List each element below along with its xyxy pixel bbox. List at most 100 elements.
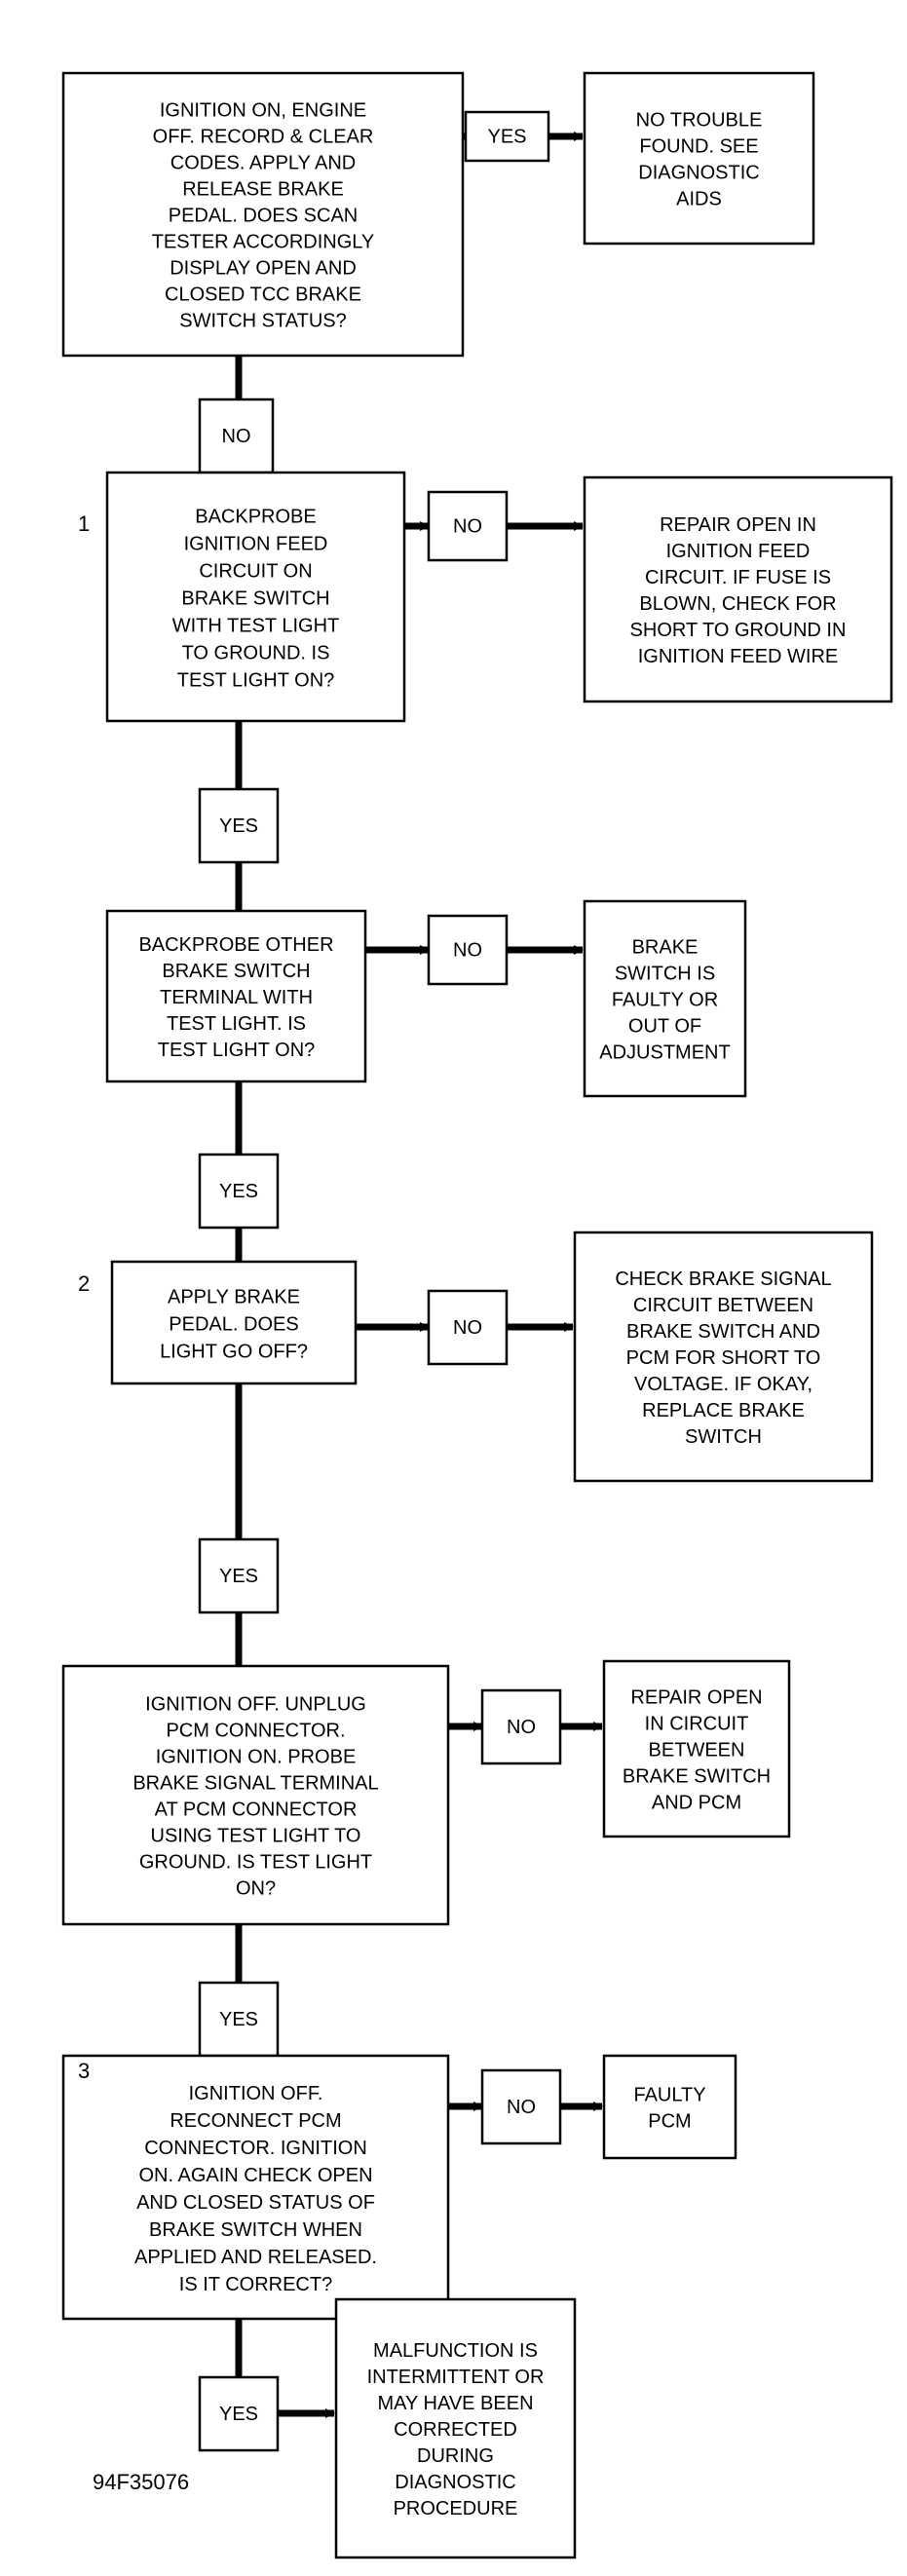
step-box-unplug-pcm-line: USING TEST LIGHT TO [151, 1826, 361, 1847]
yes-label-2: YES [198, 787, 280, 864]
step-box-initial-check-line: PEDAL. DOES SCAN [169, 206, 359, 227]
result-box-intermittent-line: INTERMITTENT OR [367, 2367, 545, 2388]
step-box-apply-pedal-line: APPLY BRAKE [168, 1286, 300, 1307]
result-box-check-signal-line: VOLTAGE. IF OKAY, [634, 1374, 813, 1395]
yes-label-6-frame [198, 2375, 280, 2452]
result-box-no-trouble-line: NO TROUBLE [636, 110, 763, 132]
result-box-faulty-pcm-frame [602, 2054, 737, 2160]
step-box-unplug-pcm-line: GROUND. IS TEST LIGHT [139, 1852, 372, 1874]
no-label-2-frame [427, 490, 509, 562]
step-box-unplug-pcm-line: IGNITION OFF. UNPLUG [145, 1694, 366, 1716]
result-box-check-signal: CHECK BRAKE SIGNAL CIRCUIT BETWEEN BRAKE S… [573, 1231, 874, 1483]
step-box-initial-check-line: DISPLAY OPEN AND [170, 258, 357, 280]
step-box-backprobe-other-line: TEST LIGHT ON? [158, 1040, 316, 1061]
step-box-backprobe-other-line: BACKPROBE OTHER [138, 934, 333, 956]
yes-label-6: YES [198, 2375, 280, 2452]
yes-label-1-line: YES [487, 127, 526, 148]
step-box-unplug-pcm-line: AT PCM CONNECTOR [155, 1799, 358, 1821]
step-box-apply-pedal: APPLY BRAKE PEDAL. DOES LIGHT GO OFF? [110, 1260, 358, 1385]
yes-label-2-frame [198, 787, 280, 864]
result-box-intermittent-line: CORRECTED [394, 2419, 517, 2441]
step-box-initial-check-line: CLOSED TCC BRAKE [165, 284, 361, 306]
step-box-unplug-pcm-frame [61, 1664, 450, 1926]
result-box-no-trouble-frame [583, 71, 815, 246]
result-box-intermittent-frame [334, 2297, 577, 2559]
result-box-intermittent-line: PROCEDURE [394, 2498, 518, 2519]
step-box-reconnect-pcm-line: IGNITION OFF. [189, 2083, 323, 2104]
result-box-repair-feed-line: BLOWN, CHECK FOR [639, 593, 836, 615]
no-label-3-line: NO [453, 940, 482, 962]
result-box-check-signal-line: CHECK BRAKE SIGNAL [615, 1269, 831, 1290]
step-box-backprobe-other-line: TEST LIGHT. IS [167, 1013, 306, 1035]
result-box-check-signal-line: REPLACE BRAKE [642, 1400, 805, 1421]
no-label-3: NO [427, 914, 509, 986]
yes-label-4: YES [198, 1537, 280, 1614]
result-box-no-trouble-line: FOUND. SEE [639, 136, 758, 158]
step-box-backprobe-other-line: BRAKE SWITCH [162, 961, 310, 982]
step-box-initial-check-frame [61, 71, 465, 358]
step-box-initial-check-line: IGNITION ON, ENGINE [160, 100, 366, 122]
no-label-6: NO [480, 2068, 562, 2145]
step-box-reconnect-pcm-line: IS IT CORRECT? [179, 2274, 332, 2295]
step-box-apply-pedal-line: PEDAL. DOES [169, 1313, 298, 1335]
result-box-repair-feed-line: CIRCUIT. IF FUSE IS [645, 567, 831, 588]
step-box-backprobe-feed-line: TO GROUND. IS [182, 642, 330, 663]
step-box-reconnect-pcm-line: BRAKE SWITCH WHEN [149, 2219, 362, 2241]
step-box-reconnect-pcm-line: APPLIED AND RELEASED. [134, 2247, 377, 2268]
result-box-check-signal-line: BRAKE SWITCH AND [626, 1321, 820, 1343]
result-box-check-signal-line: SWITCH [685, 1426, 762, 1448]
result-box-intermittent-line: MAY HAVE BEEN [377, 2393, 533, 2414]
step-box-unplug-pcm-line: IGNITION ON. PROBE [156, 1747, 357, 1768]
step-box-backprobe-other-frame [105, 909, 367, 1083]
result-box-no-trouble-line: DIAGNOSTIC [638, 163, 759, 184]
step-box-initial-check-line: CODES. APPLY AND [170, 153, 356, 174]
step-box-reconnect-pcm-line: RECONNECT PCM [170, 2110, 341, 2132]
yes-label-2-line: YES [219, 815, 258, 837]
step-box-backprobe-feed-line: TEST LIGHT ON? [177, 669, 335, 691]
result-box-faulty-pcm-line: PCM [648, 2111, 691, 2133]
result-box-repair-circuit-line: BETWEEN [649, 1740, 745, 1762]
step-box-backprobe-feed-line: BRAKE SWITCH [181, 587, 329, 609]
result-box-intermittent-line: DIAGNOSTIC [395, 2472, 515, 2493]
result-box-faulty-pcm-line: FAULTY [633, 2085, 705, 2106]
result-box-repair-circuit-line: REPAIR OPEN [630, 1687, 762, 1709]
no-label-5: NO [480, 1688, 562, 1765]
result-box-repair-circuit-frame [602, 1659, 791, 1838]
step-box-initial-check-line: RELEASE BRAKE [182, 179, 344, 201]
result-box-repair-circuit-line: IN CIRCUIT [645, 1714, 749, 1735]
step-box-backprobe-feed-line: WITH TEST LIGHT [172, 615, 340, 636]
step-box-reconnect-pcm-frame [61, 2054, 450, 2321]
result-box-check-signal-frame [573, 1231, 874, 1483]
result-box-check-signal-line: PCM FOR SHORT TO [626, 1347, 821, 1369]
step-box-apply-pedal-line: LIGHT GO OFF? [160, 1341, 308, 1362]
result-box-repair-feed-line: IGNITION FEED WIRE [638, 646, 839, 667]
result-box-switch-faulty-line: SWITCH IS [615, 964, 715, 985]
yes-label-1: YES [464, 110, 550, 163]
no-label-2-line: NO [453, 516, 482, 538]
result-box-check-signal-line: CIRCUIT BETWEEN [633, 1295, 813, 1316]
yes-label-1-frame [464, 110, 550, 163]
step-box-reconnect-pcm-line: AND CLOSED STATUS OF [136, 2192, 375, 2214]
no-label-5-line: NO [507, 1717, 536, 1738]
step-box-unplug-pcm-line: BRAKE SIGNAL TERMINAL [132, 1773, 378, 1795]
step-number-3: 3 [78, 2059, 90, 2083]
step-box-unplug-pcm-line: ON? [236, 1878, 276, 1900]
no-label-2: NO [427, 490, 509, 562]
no-label-3-frame [427, 914, 509, 986]
result-box-repair-feed-frame [583, 475, 893, 703]
yes-label-4-line: YES [219, 1566, 258, 1587]
no-label-5-frame [480, 1688, 562, 1765]
yes-label-4-frame [198, 1537, 280, 1614]
result-box-faulty-pcm: FAULTY PCM [602, 2054, 737, 2160]
step-box-unplug-pcm-line: PCM CONNECTOR. [166, 1721, 345, 1742]
no-label-4-line: NO [453, 1317, 482, 1339]
yes-label-5: YES [198, 1981, 280, 2058]
